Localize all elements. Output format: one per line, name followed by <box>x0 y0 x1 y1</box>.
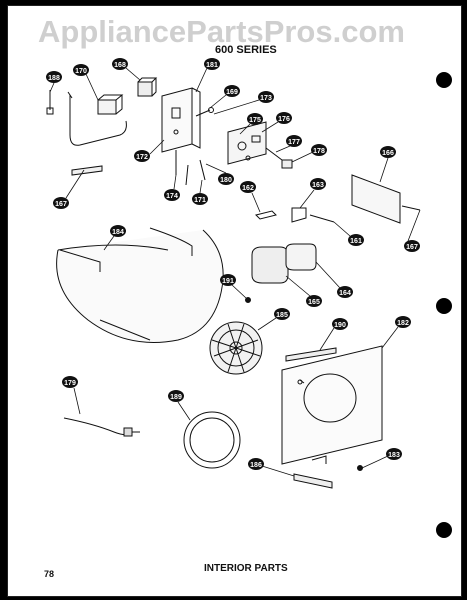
svg-text:179: 179 <box>64 380 76 387</box>
callout-178: 178 <box>311 144 327 156</box>
part-186-strip <box>293 473 333 489</box>
part-165-164-capacitors <box>251 243 317 284</box>
svg-text:168: 168 <box>114 62 126 69</box>
svg-text:173: 173 <box>260 95 272 102</box>
callout-172: 172 <box>134 150 150 162</box>
part-172-174-171-screws <box>175 150 206 186</box>
callout-168: 168 <box>112 58 128 70</box>
svg-text:162: 162 <box>242 185 254 192</box>
svg-text:174: 174 <box>166 193 178 200</box>
svg-text:181: 181 <box>206 62 218 69</box>
svg-text:164: 164 <box>339 290 351 297</box>
leader-lines <box>49 67 421 477</box>
svg-text:188: 188 <box>48 75 60 82</box>
part-185-blower-wheel <box>209 321 263 375</box>
callout-169: 169 <box>224 85 240 97</box>
svg-text:182: 182 <box>397 320 409 327</box>
page-number: 78 <box>44 569 55 579</box>
callout-188: 188 <box>46 71 62 83</box>
part-169-screw <box>195 107 214 117</box>
part-168-relay <box>137 77 158 97</box>
svg-text:178: 178 <box>313 148 325 155</box>
part-191-screw <box>245 297 251 303</box>
callout-176: 176 <box>276 112 292 124</box>
part-175-176-switch-plate <box>227 121 267 165</box>
svg-text:167: 167 <box>55 201 67 208</box>
callout-175: 175 <box>247 113 263 125</box>
page-title: INTERIOR PARTS <box>204 563 288 574</box>
svg-text:185: 185 <box>276 312 288 319</box>
callout-markers: 188 170 168 181 169 173 175 176 177 178 … <box>46 58 420 470</box>
part-188-sensor <box>46 90 54 115</box>
svg-text:184: 184 <box>112 229 124 236</box>
svg-text:191: 191 <box>222 278 234 285</box>
part-mounting-bracket <box>161 87 201 153</box>
svg-text:166: 166 <box>382 150 394 157</box>
callout-177: 177 <box>286 135 302 147</box>
callout-163: 163 <box>310 178 326 190</box>
svg-text:183: 183 <box>388 452 400 459</box>
svg-text:165: 165 <box>308 299 320 306</box>
svg-text:177: 177 <box>288 139 300 146</box>
callout-184: 184 <box>110 225 126 237</box>
part-162-163-brackets <box>255 207 335 223</box>
svg-text:175: 175 <box>249 117 261 124</box>
svg-text:176: 176 <box>278 116 290 123</box>
callout-164: 164 <box>337 286 353 298</box>
part-184-blower-scroll <box>56 227 224 343</box>
callout-170: 170 <box>73 64 89 76</box>
part-170-thermostat <box>67 91 127 146</box>
callout-179: 179 <box>62 376 78 388</box>
callout-181: 181 <box>204 58 220 70</box>
callout-165: 165 <box>306 295 322 307</box>
svg-text:189: 189 <box>170 394 182 401</box>
callout-161: 161 <box>348 234 364 246</box>
binder-hole-bottom <box>436 522 452 538</box>
callout-167-right: 167 <box>404 240 420 252</box>
binder-hole-middle <box>436 298 452 314</box>
callout-186: 186 <box>248 458 264 470</box>
svg-text:169: 169 <box>226 89 238 96</box>
part-189-ring <box>183 411 241 469</box>
callout-167: 167 <box>53 197 69 209</box>
part-190-strip <box>285 347 337 362</box>
callout-185: 185 <box>274 308 290 320</box>
part-166-cover-panel <box>351 174 421 224</box>
svg-text:163: 163 <box>312 182 324 189</box>
svg-text:167: 167 <box>406 244 418 251</box>
svg-text:180: 180 <box>220 177 232 184</box>
part-183-screw <box>357 465 363 471</box>
svg-text:190: 190 <box>334 322 346 329</box>
callout-190: 190 <box>332 318 348 330</box>
part-182-orifice-panel <box>281 345 383 465</box>
svg-text:186: 186 <box>250 462 262 469</box>
svg-text:171: 171 <box>194 197 206 204</box>
callout-183: 183 <box>386 448 402 460</box>
callout-191: 191 <box>220 274 236 286</box>
svg-text:161: 161 <box>350 238 362 245</box>
part-179-cord <box>63 417 140 437</box>
part-167-tube <box>71 165 103 176</box>
callout-173: 173 <box>258 91 274 103</box>
part-177-178-knob <box>265 147 293 169</box>
callout-174: 174 <box>164 189 180 201</box>
callout-180: 180 <box>218 173 234 185</box>
callout-182: 182 <box>395 316 411 328</box>
series-title: 600 SERIES <box>215 44 277 56</box>
callout-166: 166 <box>380 146 396 158</box>
watermark: AppliancePartsPros.com <box>38 14 405 49</box>
svg-text:172: 172 <box>136 154 148 161</box>
callout-162: 162 <box>240 181 256 193</box>
callout-171: 171 <box>192 193 208 205</box>
binder-hole-top <box>436 72 452 88</box>
svg-text:170: 170 <box>75 68 87 75</box>
callout-189: 189 <box>168 390 184 402</box>
